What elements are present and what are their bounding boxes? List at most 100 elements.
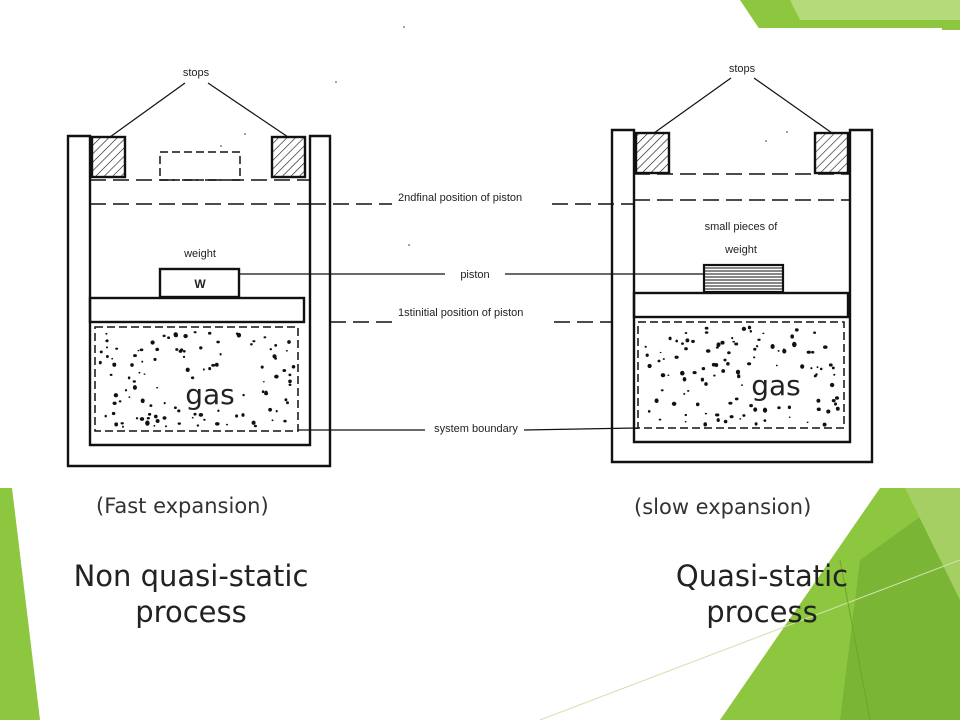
gas-particle: [806, 421, 809, 424]
gas-particle: [692, 371, 697, 375]
gas-particle: [285, 349, 288, 352]
gas-particle: [834, 402, 837, 406]
gas-particle: [775, 364, 778, 367]
gas-particle: [816, 366, 819, 369]
gas-particle: [645, 353, 649, 357]
gas-particle: [721, 369, 726, 373]
gas-particle: [118, 400, 122, 403]
gas-particle: [753, 347, 757, 351]
gas-particle: [749, 403, 753, 408]
gas-particle: [794, 328, 799, 332]
gas-particle: [133, 354, 137, 358]
gas-particle: [831, 399, 836, 403]
gas-particle: [196, 424, 200, 427]
gas-particle: [145, 420, 150, 426]
gas-particle: [105, 346, 109, 349]
gas-particle: [701, 366, 706, 371]
bg-thin-line: [539, 559, 960, 720]
gas-particle: [819, 367, 823, 371]
gas-particle: [777, 406, 781, 410]
gas-particle: [105, 355, 109, 358]
gas-particle: [716, 418, 720, 423]
gas-particle: [731, 336, 734, 340]
gas-particle: [105, 340, 108, 342]
gas-particle: [105, 332, 108, 335]
right-small-pieces-label-line2: weight: [724, 244, 757, 256]
gas-particle: [685, 338, 690, 343]
final-position-sup: 2nd: [398, 192, 416, 204]
left-piston: [88, 296, 306, 324]
right-piston: [632, 291, 850, 319]
gas-particle: [684, 413, 688, 417]
gas-particle: [147, 412, 152, 416]
gas-particle: [662, 358, 665, 360]
gas-particle: [132, 380, 136, 383]
right-cylinder: [610, 128, 874, 464]
piston-label: piston: [460, 269, 489, 281]
stray-dot: [335, 81, 337, 83]
gas-particle: [275, 409, 278, 413]
gas-particle: [203, 418, 206, 421]
gas-particle: [274, 374, 279, 379]
gas-particle: [742, 414, 746, 417]
left-process-title: Non quasi-static process: [36, 558, 346, 630]
gas-particle: [139, 348, 144, 352]
left-gas-label: gas: [185, 378, 235, 411]
initial-position-sup: 1st: [398, 307, 413, 319]
gas-particle: [741, 326, 747, 332]
left-caption: (Fast expansion): [96, 494, 269, 518]
gas-particle: [732, 340, 735, 343]
gas-particle: [684, 347, 688, 351]
gas-particle: [150, 340, 155, 345]
gas-particle: [734, 397, 739, 401]
left-weight-symbol: W: [194, 277, 206, 291]
right-title-line1: Quasi-static: [675, 559, 849, 593]
gas-particle: [660, 373, 666, 378]
gas-particle: [167, 336, 171, 340]
gas-particle: [193, 331, 197, 334]
gas-particle: [726, 361, 730, 366]
right-cylinder-outer-wall: [610, 128, 874, 464]
right-small-pieces-label-line1: small pieces of: [705, 221, 779, 233]
gas-particle: [749, 330, 752, 333]
gas-particle: [162, 416, 167, 420]
gas-particle: [217, 409, 220, 412]
gas-particle: [813, 331, 817, 334]
gas-particle: [823, 345, 828, 349]
gas-particle: [753, 356, 756, 359]
gas-particle: [132, 385, 137, 390]
gas-particle: [211, 363, 216, 367]
gas-particle: [704, 382, 708, 386]
right-weight-stack-lines: [704, 267, 783, 290]
gas-particle: [282, 368, 287, 373]
gas-particle: [782, 348, 787, 354]
gas-particle: [130, 363, 134, 367]
gas-particle: [177, 409, 181, 413]
gas-particle: [104, 414, 107, 418]
gas-particle: [762, 332, 765, 335]
gas-particle: [114, 422, 119, 427]
gas-particle: [674, 355, 679, 359]
gas-particle: [115, 347, 119, 350]
gas-particle: [269, 348, 273, 351]
gas-particle: [263, 336, 267, 339]
gas-particle: [833, 373, 836, 376]
gas-particle: [202, 368, 205, 371]
gas-particle: [681, 342, 684, 345]
gas-particle: [268, 407, 272, 412]
system-boundary-label: system boundary: [434, 423, 518, 435]
gas-particle: [207, 331, 212, 335]
gas-particle: [178, 349, 183, 353]
gas-particle: [199, 346, 203, 350]
bg-thin-line-2: [839, 559, 871, 720]
right-gas-particles: [644, 325, 840, 427]
left-system-boundary: [94, 326, 299, 432]
gas-particle: [215, 422, 220, 426]
right-stop-left: [634, 131, 671, 175]
bg-green-top-right-light: [790, 0, 960, 20]
gas-particle: [647, 410, 651, 413]
gas-particle: [241, 413, 245, 417]
gas-particle: [735, 369, 741, 375]
diagram-panel: [0, 28, 942, 488]
gas-particle: [193, 412, 197, 416]
